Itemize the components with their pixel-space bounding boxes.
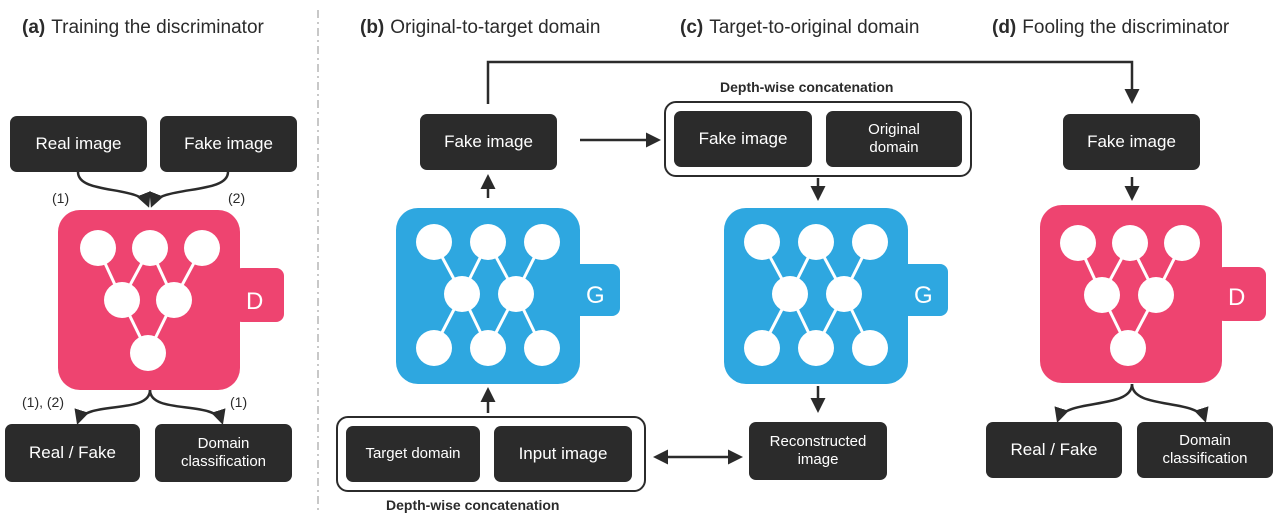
arrow-icon <box>1130 383 1209 423</box>
network-label: D <box>246 288 264 315</box>
arrow-icon <box>74 389 152 425</box>
domain-classification-output: Domain classification <box>155 424 292 482</box>
arrow-icon <box>149 171 230 208</box>
fake-image-box: Fake image <box>160 116 297 172</box>
arrow-icon <box>486 60 1140 104</box>
concat-frame-c <box>664 101 972 177</box>
concat-caption: Depth-wise concatenation <box>386 497 560 513</box>
real-fake-output: Real / Fake <box>986 422 1122 478</box>
input-step-label: (2) <box>228 190 246 206</box>
output-step-label: (1), (2) <box>22 394 64 410</box>
arrow-icon <box>148 389 226 425</box>
output-step-label: (1) <box>230 394 248 410</box>
network-label: G <box>586 282 605 309</box>
fake-image-box: Fake image <box>420 114 557 170</box>
arrow-icon <box>76 171 151 208</box>
concat-frame-b <box>336 416 646 492</box>
original-domain-box: Original domain <box>826 111 962 167</box>
real-image-box: Real image <box>10 116 147 172</box>
input-image-box: Input image <box>494 426 632 482</box>
concat-caption: Depth-wise concatenation <box>720 79 894 95</box>
reconstructed-image-box: Reconstructed image <box>749 422 887 480</box>
arrow-icon <box>1054 383 1134 423</box>
panel-c-title: (c)Target-to-original domain <box>680 17 920 38</box>
panel-d-title: (d)Fooling the discriminator <box>992 17 1230 38</box>
real-fake-output: Real / Fake <box>5 424 140 482</box>
generator-network-icon <box>724 208 948 384</box>
network-label: G <box>914 282 933 309</box>
input-step-label: (1) <box>52 190 70 206</box>
discriminator-network-icon <box>1040 205 1266 383</box>
fake-image-box: Fake image <box>1063 114 1200 170</box>
target-domain-box: Target domain <box>346 426 480 482</box>
domain-classification-output: Domain classification <box>1137 422 1273 478</box>
panel-b-title: (b)Original-to-target domain <box>360 17 601 38</box>
fake-image-box: Fake image <box>674 111 812 167</box>
panel-a-title: (a)Training the discriminator <box>22 17 264 38</box>
generator-network-icon <box>396 208 620 384</box>
network-label: D <box>1228 284 1246 311</box>
discriminator-network-icon <box>58 210 284 390</box>
